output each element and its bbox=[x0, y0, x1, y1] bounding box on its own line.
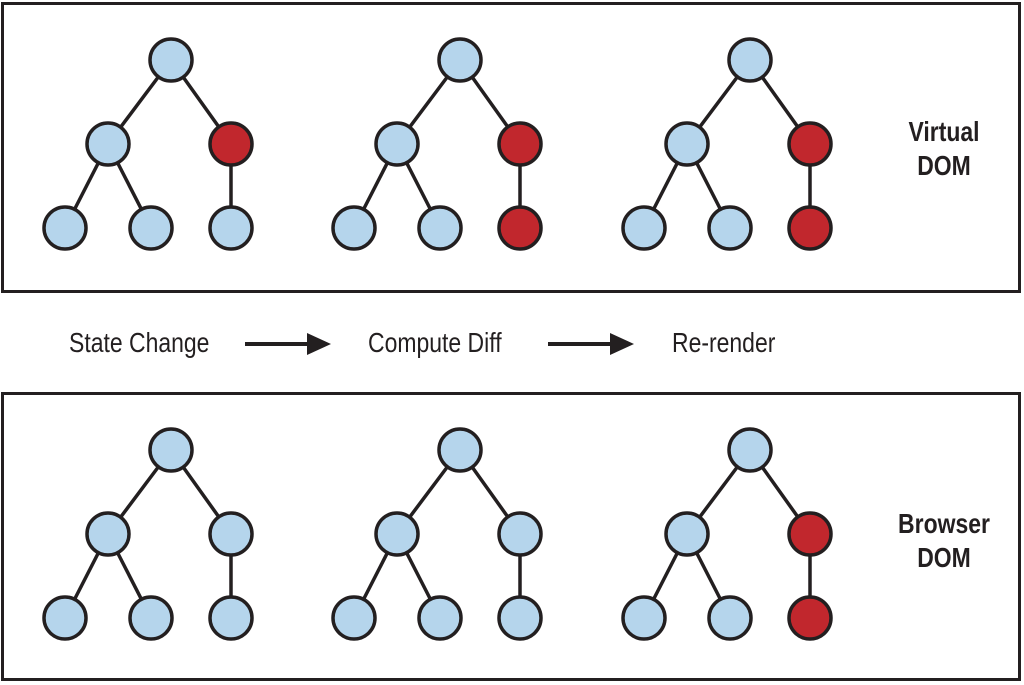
mid-right-node bbox=[497, 511, 543, 557]
right-arrow-icon bbox=[245, 333, 331, 355]
leaf-left-node bbox=[621, 205, 667, 251]
browser-dom-label-line2: DOM bbox=[917, 542, 971, 573]
mid-left-node bbox=[664, 511, 710, 557]
step-re-render: Re-render bbox=[672, 327, 776, 358]
step-compute-diff: Compute Diff bbox=[368, 327, 502, 358]
virtual-dom-tree-state-change bbox=[42, 37, 254, 251]
virtual-dom-tree-compute-diff bbox=[331, 37, 543, 251]
browser-dom-tree-state-change bbox=[42, 427, 254, 641]
browser-dom-label-line1: Browser bbox=[898, 508, 990, 539]
browser-dom-label: Browser DOM bbox=[887, 507, 1002, 575]
root-node bbox=[437, 427, 483, 473]
leaf-left-node bbox=[621, 595, 667, 641]
virtual-dom-tree-re-render bbox=[621, 37, 833, 251]
changed-mid-right-node bbox=[497, 121, 543, 167]
leaf-left-node bbox=[42, 205, 88, 251]
leaf-middle-node bbox=[417, 205, 463, 251]
browser-dom-tree-compute-diff bbox=[331, 427, 543, 641]
leaf-left-node bbox=[331, 205, 377, 251]
root-node bbox=[148, 37, 194, 83]
right-arrow-icon bbox=[548, 333, 634, 355]
leaf-middle-node bbox=[707, 595, 753, 641]
root-node bbox=[437, 37, 483, 83]
step-state-change: State Change bbox=[69, 327, 210, 358]
leaf-middle-node bbox=[128, 205, 174, 251]
changed-mid-right-node bbox=[787, 511, 833, 557]
leaf-right-node bbox=[208, 205, 254, 251]
changed-leaf-right-node bbox=[787, 595, 833, 641]
changed-leaf-right-node bbox=[497, 205, 543, 251]
root-node bbox=[727, 37, 773, 83]
leaf-right-node bbox=[208, 595, 254, 641]
mid-left-node bbox=[85, 511, 131, 557]
leaf-left-node bbox=[42, 595, 88, 641]
leaf-middle-node bbox=[128, 595, 174, 641]
mid-left-node bbox=[664, 121, 710, 167]
changed-mid-right-node bbox=[208, 121, 254, 167]
browser-dom-tree-re-render bbox=[621, 427, 833, 641]
leaf-left-node bbox=[331, 595, 377, 641]
leaf-right-node bbox=[497, 595, 543, 641]
mid-left-node bbox=[85, 121, 131, 167]
root-node bbox=[727, 427, 773, 473]
virtual-dom-label-line2: DOM bbox=[917, 150, 971, 181]
leaf-middle-node bbox=[707, 205, 753, 251]
mid-left-node bbox=[374, 511, 420, 557]
mid-right-node bbox=[208, 511, 254, 557]
mid-left-node bbox=[374, 121, 420, 167]
changed-leaf-right-node bbox=[787, 205, 833, 251]
changed-mid-right-node bbox=[787, 121, 833, 167]
leaf-middle-node bbox=[417, 595, 463, 641]
root-node bbox=[148, 427, 194, 473]
virtual-dom-label: Virtual DOM bbox=[887, 115, 1002, 183]
virtual-dom-label-line1: Virtual bbox=[908, 116, 980, 147]
